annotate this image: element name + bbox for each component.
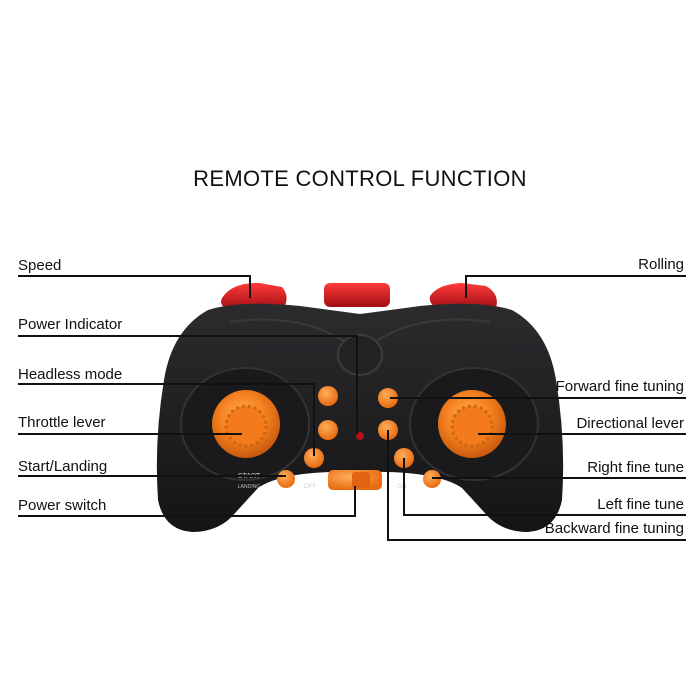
label-backward-fine-tuning: Backward fine tuning [544,520,684,537]
function-buttons [277,386,441,490]
controller-off-text: OFF [304,483,317,490]
rolling-leader [465,275,686,298]
center-recess [337,334,383,376]
label-directional-lever: Directional lever [576,415,684,432]
label-speed: Speed [18,257,62,274]
forward-fine-tuning-button [378,388,398,408]
label-power-indicator: Power Indicator [18,316,123,333]
label-start-landing: Start/Landing [18,458,108,475]
shoulder-buttons [221,282,497,310]
left-fine-tune-leader [403,458,686,516]
leader-lines [18,275,686,541]
backward-fine-tuning-leader [387,430,686,541]
label-right-fine-tune: Right fine tune [587,459,684,476]
headless-mode-leader [18,383,315,456]
label-left-fine-tune: Left fine tune [597,496,684,513]
label-power-switch: Power switch [18,497,107,514]
label-rolling: Rolling [638,256,684,273]
headless-mode-button [318,386,338,406]
start-button [277,470,295,488]
speed-leader [18,275,251,298]
left-aux-button [318,420,338,440]
controller-landing-text: LANDING [238,484,260,490]
power-switch-leader [18,486,356,517]
right-shoulder-button [429,283,497,309]
power-indicator-leader [18,335,358,434]
start-landing-button [304,448,324,468]
center-shoulder-button [324,283,390,307]
left-shoulder-button [221,282,287,310]
diagram-title: REMOTE CONTROL FUNCTION [193,166,527,191]
right-joystick [438,390,506,458]
controller-on-text: ON [397,483,407,490]
label-headless-mode: Headless mode [18,366,123,383]
label-forward-fine-tuning: Forward fine tuning [555,378,684,395]
left-joystick [212,390,280,458]
label-throttle-lever: Throttle lever [18,414,106,431]
